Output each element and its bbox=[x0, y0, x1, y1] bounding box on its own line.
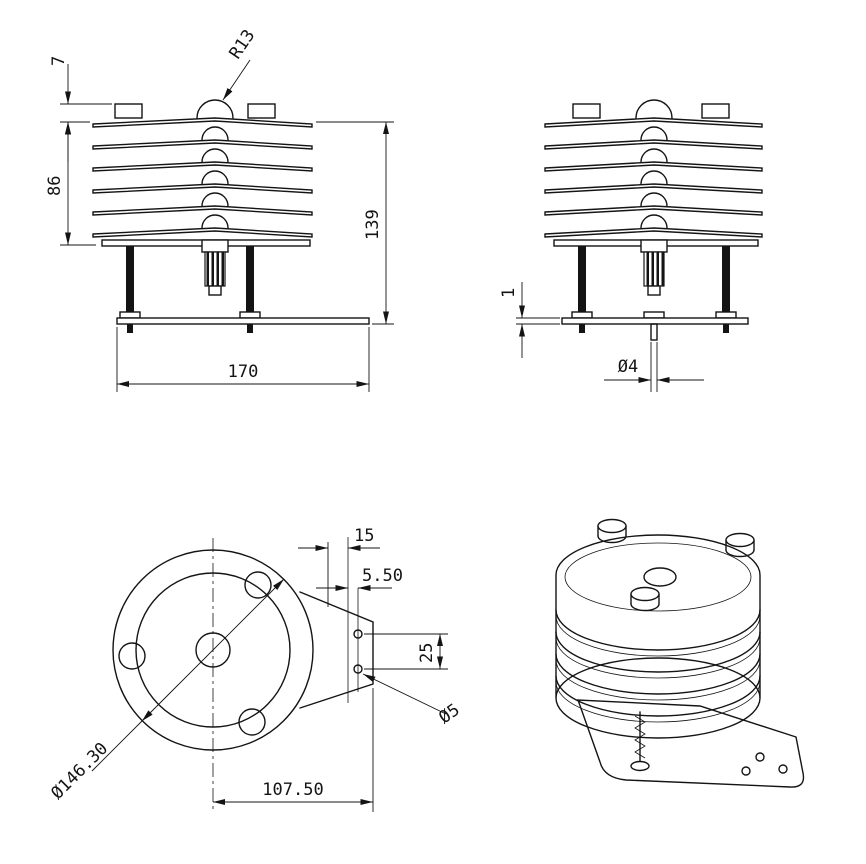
front-sensor-connector bbox=[201, 239, 229, 296]
dim-center-to-edge-label: 107.50 bbox=[262, 780, 323, 800]
iso-screw bbox=[630, 711, 650, 772]
top-view: 15 5.50 25 Ø5 Ø146.30 107 bbox=[47, 526, 464, 812]
side-sensor-dome-arcs bbox=[635, 99, 673, 229]
dim-plate-thickness: 1 bbox=[499, 282, 560, 358]
dim-hole-dia-label: Ø5 bbox=[435, 700, 463, 728]
front-baseplate bbox=[116, 317, 370, 333]
dim-louver-height-label: 86 bbox=[45, 176, 65, 196]
side-top-tabs bbox=[572, 103, 730, 119]
front-legs bbox=[119, 246, 261, 319]
dim-hole-dia: Ø5 bbox=[362, 673, 464, 728]
dim-hole-inset: 5.50 bbox=[316, 566, 403, 591]
isometric-view bbox=[555, 518, 805, 788]
dim-rod-dia-label: Ø4 bbox=[618, 357, 638, 377]
side-view: 1 Ø4 bbox=[499, 99, 763, 392]
dim-center-to-edge: 107.50 bbox=[213, 688, 374, 812]
side-sensor-connector bbox=[640, 239, 668, 296]
dim-outer-dia: Ø146.30 bbox=[47, 578, 285, 804]
iso-mounting-bracket bbox=[576, 699, 805, 788]
dim-hole-inset-label: 5.50 bbox=[362, 566, 403, 586]
dim-hole-spacing-label: 25 bbox=[417, 643, 437, 663]
side-louver-plates bbox=[544, 117, 763, 247]
front-sensor-dome-arcs bbox=[196, 99, 234, 229]
dim-base-width: 170 bbox=[116, 327, 370, 392]
dim-bracket-offset-label: 15 bbox=[354, 526, 374, 546]
dim-dome-radius: R13 bbox=[222, 26, 260, 101]
dim-base-width-label: 170 bbox=[228, 362, 259, 382]
dim-rod-dia: Ø4 bbox=[604, 342, 704, 392]
iso-top-caps bbox=[597, 518, 755, 612]
dim-bracket-offset: 15 bbox=[298, 526, 380, 607]
dim-overall-height-label: 139 bbox=[363, 209, 383, 240]
top-view-bracket bbox=[299, 537, 374, 709]
dim-outer-dia-label: Ø146.30 bbox=[47, 739, 112, 804]
front-top-tabs bbox=[114, 103, 276, 119]
dim-top-tab-label: 7 bbox=[49, 56, 69, 66]
iso-shield-body bbox=[555, 534, 761, 739]
dim-overall-height: 139 bbox=[316, 121, 394, 325]
dim-plate-thickness-label: 1 bbox=[499, 288, 519, 298]
side-baseplate bbox=[561, 317, 749, 341]
dim-louver-height: 86 bbox=[45, 122, 96, 246]
dim-dome-radius-label: R13 bbox=[226, 26, 260, 63]
dim-hole-spacing: 25 bbox=[364, 633, 448, 670]
front-view: 7 86 139 170 R13 bbox=[45, 26, 394, 392]
